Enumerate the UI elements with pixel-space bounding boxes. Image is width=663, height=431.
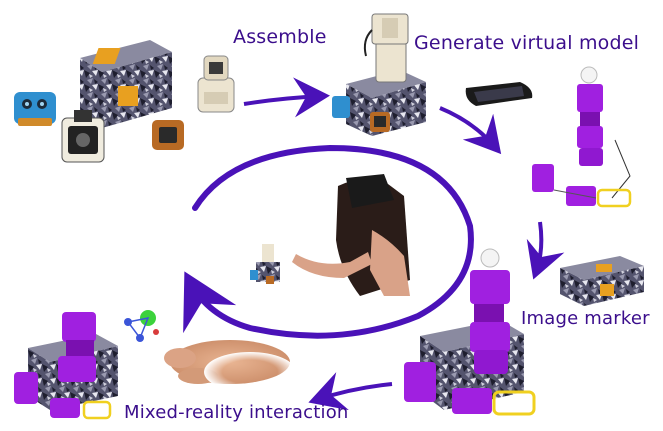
virtual-model-bottom-left — [14, 310, 159, 420]
virtual-model-bottom-right — [404, 248, 536, 416]
cycle-arrow — [183, 144, 474, 339]
ar-headset — [465, 82, 533, 106]
marker-box-large — [80, 40, 172, 128]
image-marker-label: Image marker — [521, 308, 650, 329]
user-photo — [250, 174, 410, 296]
assemble-label: Assemble — [233, 26, 327, 48]
pinching-hand-icon — [164, 340, 296, 392]
arrow-to-interaction — [308, 372, 393, 411]
flow-arrows — [183, 77, 565, 411]
arrow-assemble — [243, 77, 330, 118]
mixed-reality-interaction-label: Mixed-reality interaction — [124, 402, 349, 423]
motor-module — [61, 110, 105, 163]
image-marker-box — [560, 256, 644, 306]
virtual-model-top — [532, 66, 632, 208]
orange-module — [152, 120, 184, 150]
generate-virtual-model-label: Generate virtual model — [414, 32, 640, 54]
arrow-to-marker — [526, 221, 565, 280]
arrow-to-headset — [439, 106, 502, 155]
beige-module — [197, 55, 235, 113]
physical-modules-group — [14, 40, 235, 163]
assembled-model — [332, 13, 426, 136]
blue-module — [14, 92, 56, 126]
